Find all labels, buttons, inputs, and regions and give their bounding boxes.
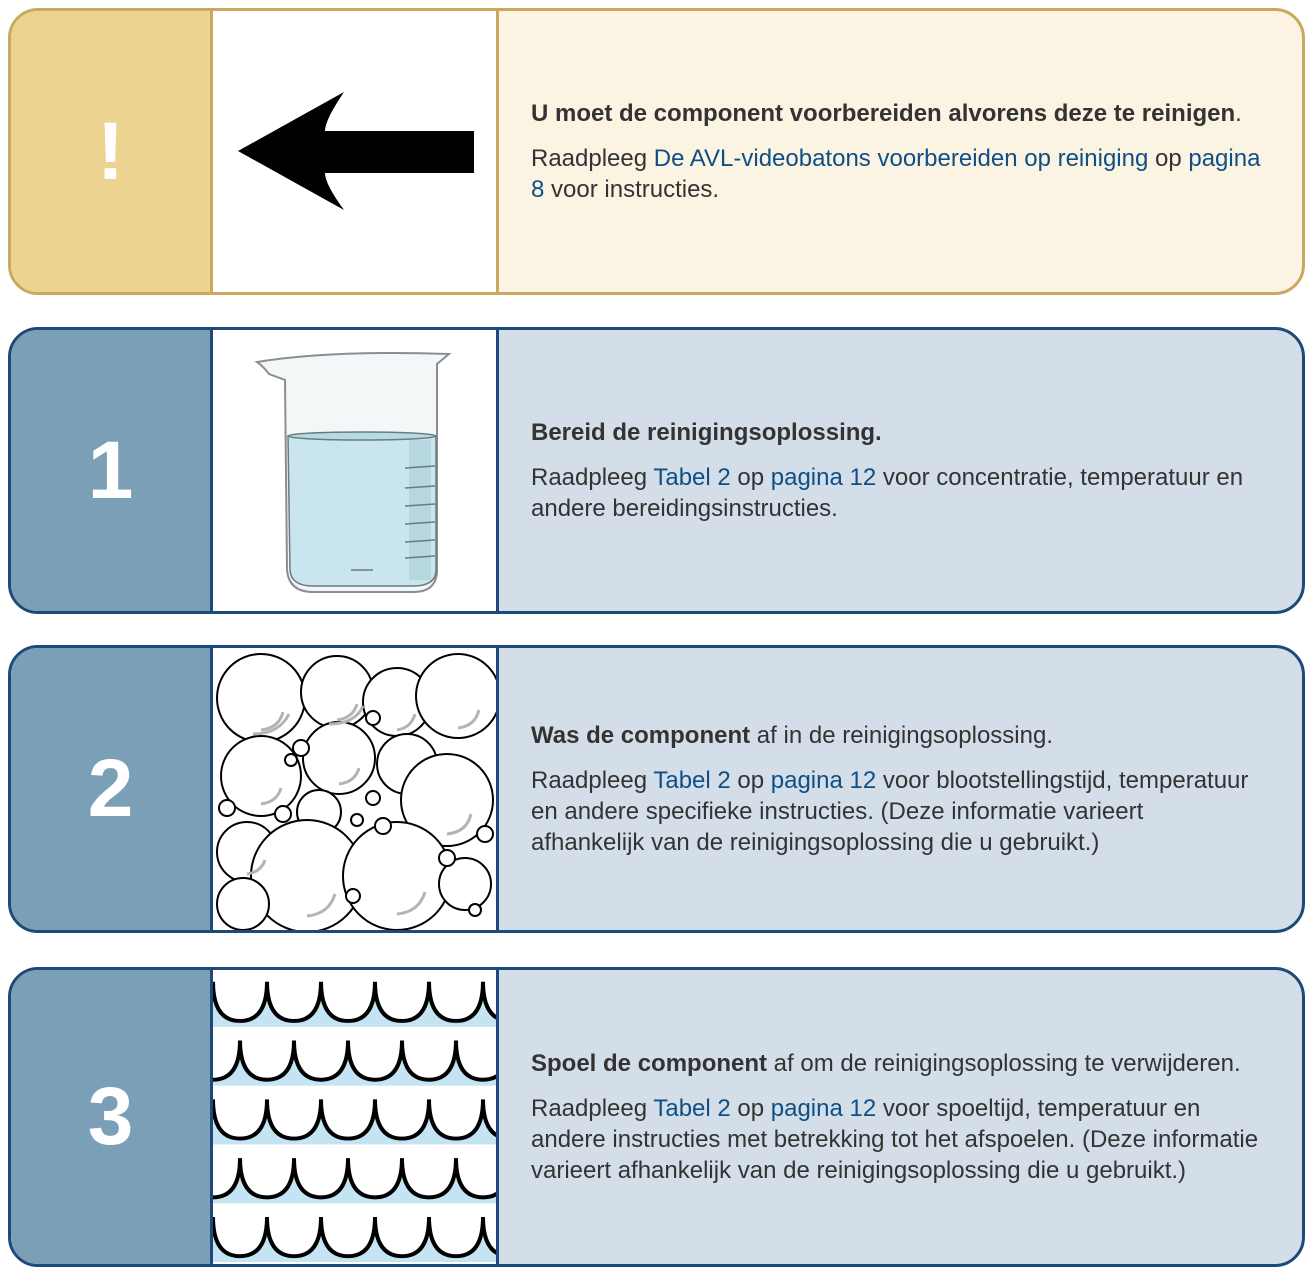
- warning-text: U moet de component voorbereiden alvoren…: [499, 11, 1302, 292]
- bubbles-icon: [213, 648, 499, 930]
- step-text: Was de component af in de reinigingsoplo…: [499, 648, 1302, 930]
- step-number: 1: [11, 330, 213, 611]
- step-reference: Raadpleeg Tabel 2 op pagina 12 voor conc…: [531, 464, 1244, 522]
- arrow-left-icon: [213, 11, 499, 292]
- table-2-link[interactable]: Tabel 2: [653, 767, 731, 794]
- warning-card: ! U moet de component voorbereiden alvor…: [8, 8, 1305, 295]
- warning-badge: !: [11, 11, 213, 292]
- step-number: 3: [11, 970, 213, 1264]
- step-reference: Raadpleeg Tabel 2 op pagina 12 voor spoe…: [531, 1095, 1259, 1184]
- step-text: Bereid de reinigingsoplossing. Raadpleeg…: [499, 330, 1302, 611]
- step-number: 2: [11, 648, 213, 930]
- step-title: Bereid de reinigingsoplossing.: [531, 419, 882, 446]
- step-text: Spoel de component af om de reinigingsop…: [499, 970, 1302, 1264]
- step-title: Was de component af in de reinigingsoplo…: [531, 722, 1053, 749]
- page-8-link[interactable]: pagina 8: [531, 145, 1261, 203]
- water-waves-icon: [213, 970, 499, 1264]
- step-card-3: 3 Spoel de component af om de reinigings…: [8, 967, 1305, 1267]
- prepare-cleaning-link[interactable]: De AVL-videobatons voorbereiden op reini…: [653, 145, 1149, 172]
- step-card-2: 2: [8, 645, 1305, 933]
- page-12-link[interactable]: pagina 12: [770, 464, 877, 491]
- warning-reference: Raadpleeg De AVL-videobatons voorbereide…: [531, 145, 1261, 203]
- beaker-icon: [213, 330, 499, 611]
- table-2-link[interactable]: Tabel 2: [653, 464, 731, 491]
- step-card-1: 1 Bereid de reinigingsoplossing. Raadple…: [8, 327, 1305, 614]
- step-title: Spoel de component af om de reinigingsop…: [531, 1050, 1241, 1077]
- warning-title: U moet de component voorbereiden alvoren…: [531, 100, 1242, 127]
- step-reference: Raadpleeg Tabel 2 op pagina 12 voor bloo…: [531, 767, 1249, 856]
- page-12-link[interactable]: pagina 12: [770, 1095, 877, 1122]
- page-12-link[interactable]: pagina 12: [770, 767, 877, 794]
- table-2-link[interactable]: Tabel 2: [653, 1095, 731, 1122]
